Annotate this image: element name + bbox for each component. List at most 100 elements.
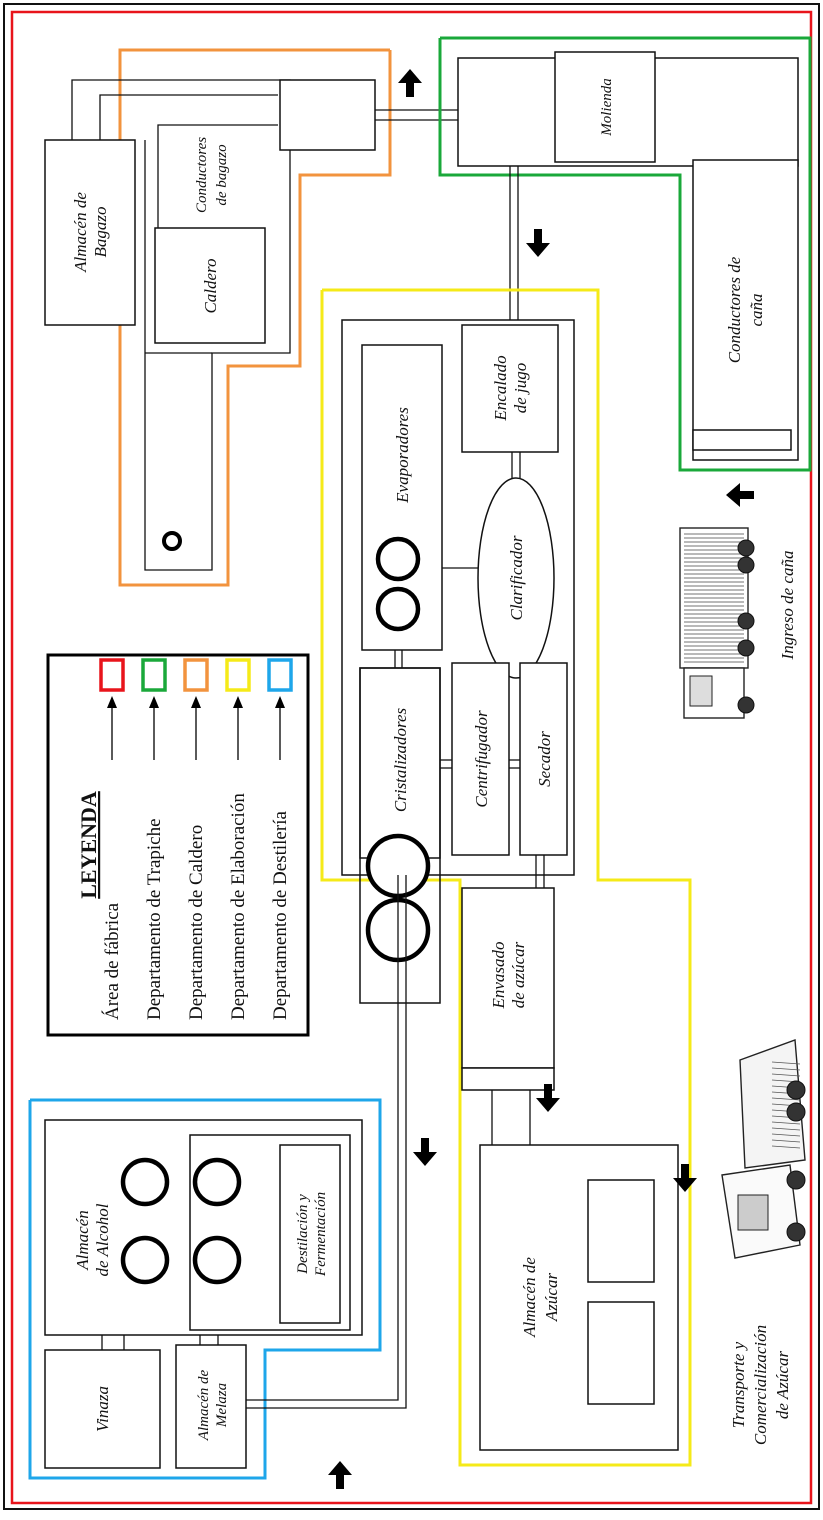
sugar-truck-icon (721, 1039, 806, 1259)
molienda-box (554, 51, 656, 163)
conductores-cana-label-line: Conductores de (725, 256, 744, 363)
legend-item-label: Área de fábrica (101, 902, 123, 1020)
ingreso-cana-label: Ingreso de caña (778, 551, 797, 661)
encalado-label-line: Encalado (491, 355, 510, 421)
caldero-label: Caldero (201, 258, 220, 313)
melaza-transfer-pipe (246, 875, 399, 1401)
bagazo-conveyor-line-inner (99, 94, 278, 140)
legend-item: Departamento de Trapiche (141, 658, 167, 1020)
envasado-box (461, 887, 555, 1069)
cane-feeder-box (692, 429, 792, 451)
evaporadores-label-line: Evaporadores (393, 407, 412, 504)
block-arrow-icon (328, 1461, 352, 1489)
fermentation-tank-2 (192, 1235, 242, 1285)
caldero-feed-line (157, 124, 278, 230)
secador-label: Secador (535, 731, 554, 787)
block-arrow-icon (526, 229, 550, 257)
factory-area-border (10, 10, 813, 1505)
chimney-icon (162, 531, 182, 551)
vinaza-box (44, 1349, 161, 1469)
almacen-alcohol-label-line: de Alcohol (93, 1203, 112, 1276)
bagazo-conveyor-line (71, 79, 291, 571)
legend-item: Departamento de Elaboración (225, 658, 251, 1020)
destilacion-box (279, 1144, 341, 1324)
block-arrow-icon (398, 69, 422, 97)
legend-title: LEYENDA (76, 791, 101, 899)
trapiche-department-border (438, 36, 812, 472)
transfer-box (279, 79, 376, 151)
conductores-bagazo-label-line: Conductores (194, 137, 210, 213)
encalado-label-line: de jugo (511, 363, 530, 414)
legend-color-swatch (225, 658, 251, 692)
block-arrow-icon (726, 483, 754, 507)
legend-arrow-head (191, 696, 201, 708)
cristalizadores-outline (359, 667, 441, 1004)
transporte-label-line: Comercialización (751, 1325, 770, 1445)
legend-item: Área de fábrica (99, 658, 125, 1020)
cristalizadores-label: Cristalizadores (391, 708, 410, 813)
envasado-label-line: de azúcar (509, 941, 528, 1008)
destilacion-label-line: Fermentación (313, 1192, 329, 1277)
almacen-alcohol-label-line: Almacén (73, 1210, 92, 1270)
centrifugador-label-line: Centrifugador (472, 710, 491, 808)
legend-color-swatch (183, 658, 209, 692)
destilacion-label-line: Destilación y (295, 1194, 311, 1275)
caldero-box (154, 227, 266, 344)
cane-truck-icon (679, 527, 755, 719)
alcohol-tank-1 (120, 1157, 170, 1207)
conductores-cana-box (692, 159, 799, 461)
legend-item-label: Departamento de Trapiche (144, 818, 165, 1020)
secador-box (519, 662, 568, 856)
legend-color-swatch (99, 658, 125, 692)
legend-item-label: Departamento de Elaboración (228, 793, 249, 1020)
almacen-azucar-label-line: Azúcar (542, 1273, 561, 1323)
legend-item: Departamento de Caldero (183, 658, 209, 1020)
legend-item-label: Departamento de Caldero (186, 825, 207, 1020)
legend-arrow-head (233, 696, 243, 708)
alcohol-tank-2 (120, 1235, 170, 1285)
evaporadores-box (361, 344, 443, 651)
almacen-melaza-label-line: Almacén de (196, 1369, 212, 1441)
legend: LEYENDA Área de fábrica Departamento de T… (46, 653, 310, 1037)
almacen-azucar-label-line: Almacén de (520, 1257, 539, 1338)
encalado-box (461, 324, 559, 453)
almacen-bagazo-label-line: Bagazo (91, 207, 110, 258)
evaporadores-label: Evaporadores (393, 407, 412, 504)
conductores-cana-label-line: caña (747, 293, 766, 326)
ingreso-cana-label-line: Ingreso de caña (778, 551, 797, 661)
block-arrow-icon (413, 1138, 437, 1166)
almacen-bagazo-box (44, 139, 136, 326)
legend-color-swatch (267, 658, 293, 692)
cristalizadores-label-line: Cristalizadores (391, 708, 410, 813)
secador-label-line: Secador (535, 731, 554, 787)
vinaza-label: Vinaza (93, 1386, 112, 1432)
legend-item: Departamento de Destilería (267, 658, 293, 1020)
legend-arrow-head (275, 696, 285, 708)
azucar-stack-2 (587, 1301, 655, 1405)
destileria-department-border (28, 1098, 382, 1480)
block-arrow-icon (673, 1164, 697, 1192)
envasado-base (461, 1067, 555, 1091)
outer-frame (3, 3, 820, 1510)
elaboracion-department-border (320, 288, 692, 1467)
fermentation-tank-1 (192, 1157, 242, 1207)
centrifugador-box (451, 662, 510, 856)
evaporador-tank-2 (375, 586, 421, 632)
transporte-label-line: de Azúcar (773, 1351, 792, 1420)
almacen-bagazo-label-line: Almacén de (71, 192, 90, 273)
evaporador-tank-1 (375, 536, 421, 582)
molienda-label-line: Molienda (599, 78, 615, 137)
clarificador-label: Clarificador (507, 535, 526, 620)
